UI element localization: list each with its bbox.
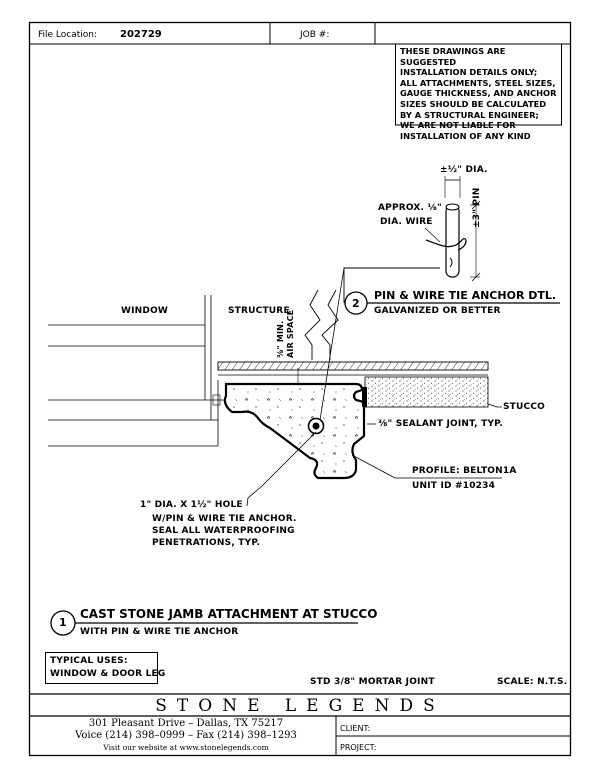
sheet-border — [28, 21, 572, 757]
disclaimer-line: ALL ATTACHMENTS, STEEL SIZES, — [400, 77, 556, 88]
profile-label: PROFILE: BELTON1A — [412, 466, 517, 476]
typical-uses-heading: TYPICAL USES: — [50, 656, 128, 666]
anchor-note-line: PENETRATIONS, TYP. — [152, 538, 261, 548]
main-subtitle: WITH PIN & WIRE TIE ANCHOR — [80, 627, 239, 637]
job-number-label: JOB #: — [300, 30, 330, 40]
main-title: CAST STONE JAMB ATTACHMENT AT STUCCO — [80, 607, 378, 621]
wire-label-line2: DIA. WIRE — [380, 217, 433, 227]
anchor-note-line: W/PIN & WIRE TIE ANCHOR. — [152, 514, 297, 524]
brand-name: STONE LEGENDS — [155, 696, 445, 716]
pin-detail-subtitle: GALVANIZED OR BETTER — [374, 306, 501, 316]
file-location-value: 202729 — [120, 29, 162, 40]
disclaimer-line: WE ARE NOT LIABLE FOR — [400, 120, 516, 131]
sealant-joint — [362, 387, 367, 407]
typical-uses-box — [45, 652, 158, 684]
wire-label-line1: APPROX. ⅛" — [378, 203, 442, 213]
typical-uses-value: WINDOW & DOOR LEG — [50, 669, 166, 679]
window-structure-drawing — [48, 289, 489, 447]
disclaimer-line: INSTALLATION DETAILS ONLY; — [400, 67, 538, 78]
cast-stone-profile — [223, 382, 366, 480]
file-location-label: File Location: — [38, 30, 98, 40]
pin-dia-label: ±½" DIA. — [440, 165, 488, 175]
pin-detail-drawing — [424, 176, 481, 282]
disclaimer-line: SIZES SHOULD BE CALCULATED — [400, 98, 547, 109]
anchor-note-line: SEAL ALL WATERPROOFING — [152, 526, 295, 536]
detail-1-number: 1 — [59, 616, 67, 629]
air-space-label-line1: ⅜" MIN. — [276, 320, 285, 358]
client-label: CLIENT: — [340, 724, 371, 733]
company-phone: Voice (214) 398–0999 – Fax (214) 398–129… — [75, 730, 297, 741]
hole-label: 1" DIA. X 1½" HOLE — [140, 500, 243, 510]
sealant-joint-label: ⅜" SEALANT JOINT, TYP. — [378, 419, 503, 429]
disclaimer-line: THESE DRAWINGS ARE SUGGESTED — [400, 46, 506, 67]
scale-note: SCALE: N.T.S. — [497, 677, 568, 687]
pin-length-label: ±3" PIN — [472, 187, 482, 228]
mortar-joint-note: STD 3/8" MORTAR JOINT — [310, 677, 435, 687]
window-label: WINDOW — [121, 306, 169, 316]
anchor-notes: W/PIN & WIRE TIE ANCHOR. SEAL ALL WATERP… — [152, 513, 297, 549]
company-address: 301 Pleasant Drive – Dallas, TX 75217 — [88, 718, 284, 729]
stucco-label: STUCCO — [503, 402, 545, 412]
disclaimer-line: BY A STRUCTURAL ENGINEER; — [400, 109, 539, 120]
disclaimer-box — [395, 43, 562, 126]
structure-label: STRUCTURE — [228, 306, 290, 316]
disclaimer-text: THESE DRAWINGS ARE SUGGESTED INSTALLATIO… — [400, 46, 562, 141]
air-space-label-line2: AIR SPACE — [286, 309, 295, 358]
disclaimer-line: GAUGE THICKNESS, AND ANCHOR — [400, 88, 557, 99]
disclaimer-line: INSTALLATION OF ANY KIND — [400, 130, 531, 141]
unit-id-label: UNIT ID #10234 — [412, 481, 496, 491]
pin-detail-title: PIN & WIRE TIE ANCHOR DTL. — [374, 289, 557, 302]
detail-2-number: 2 — [352, 297, 360, 310]
project-label: PROJECT: — [340, 743, 377, 752]
company-website: Visit our website at www.stonelegends.co… — [103, 743, 269, 752]
